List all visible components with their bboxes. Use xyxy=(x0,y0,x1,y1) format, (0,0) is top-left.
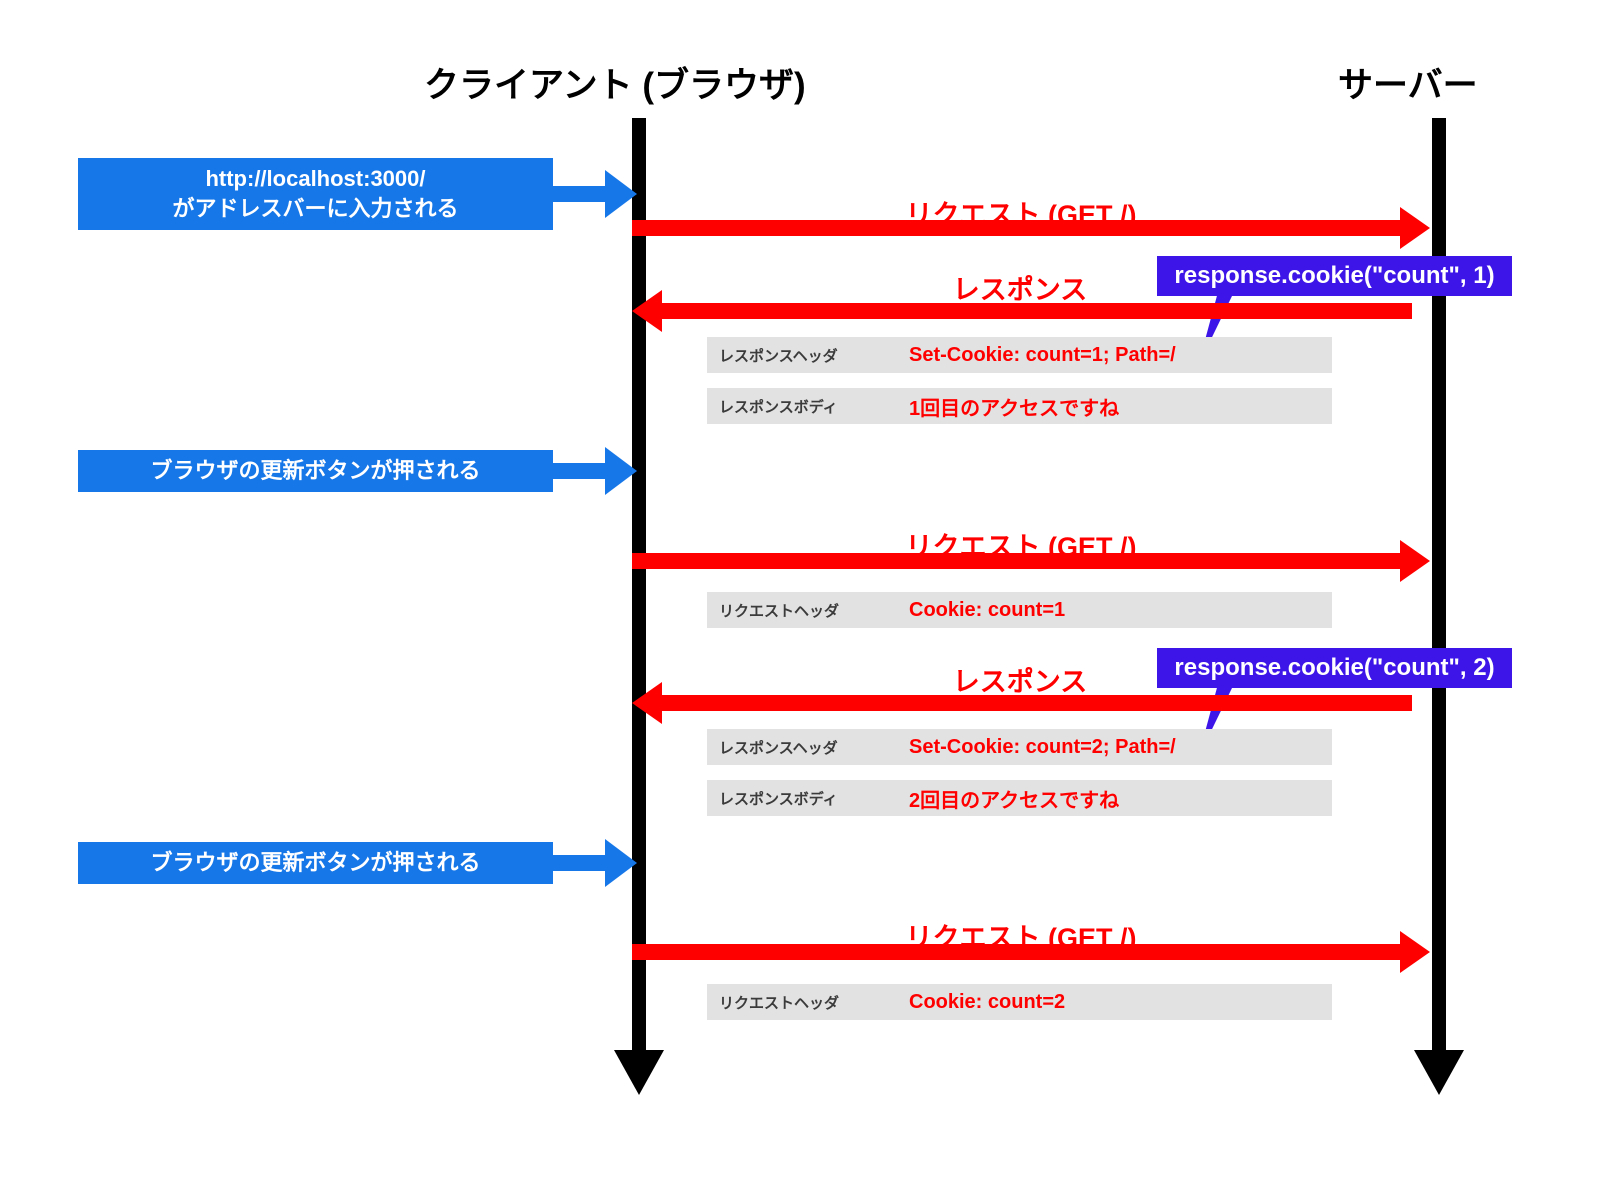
message-head-4 xyxy=(632,682,662,724)
message-shaft-5 xyxy=(632,944,1404,960)
detail-row: レスポンスヘッダ Set-Cookie: count=2; Path=/ xyxy=(707,729,1332,765)
lifeline-server-arrowhead xyxy=(1414,1050,1464,1095)
message-head-5 xyxy=(1400,931,1430,973)
detail-row: リクエストヘッダ Cookie: count=2 xyxy=(707,984,1332,1020)
detail-row-value: Cookie: count=1 xyxy=(909,598,1066,621)
message-head-1 xyxy=(1400,207,1430,249)
message-shaft-4 xyxy=(660,695,1412,711)
detail-row-value: Set-Cookie: count=2; Path=/ xyxy=(909,735,1176,758)
event-box-line1: ブラウザの更新ボタンが押される xyxy=(150,850,481,875)
event-arrow-head-3 xyxy=(605,839,637,887)
event-arrow-head-2 xyxy=(605,447,637,495)
detail-row: レスポンスヘッダ Set-Cookie: count=1; Path=/ xyxy=(707,337,1332,373)
detail-row-value: Set-Cookie: count=1; Path=/ xyxy=(909,343,1176,366)
message-shaft-3 xyxy=(632,553,1404,569)
detail-row-key: レスポンスボディ xyxy=(719,398,838,416)
message-head-2 xyxy=(632,290,662,332)
event-box-reload-2[interactable]: ブラウザの更新ボタンが押される xyxy=(78,842,553,884)
event-arrow-shaft-3 xyxy=(553,855,611,871)
lifeline-client-arrowhead xyxy=(614,1050,664,1095)
detail-row-key: リクエストヘッダ xyxy=(719,994,840,1012)
message-label-2: レスポンス xyxy=(952,275,1088,305)
event-box-line1: ブラウザの更新ボタンが押される xyxy=(150,458,481,483)
event-box-url-entered[interactable]: http://localhost:3000/ がアドレスバーに入力される xyxy=(78,158,553,230)
message-shaft-1 xyxy=(632,220,1404,236)
actor-label-server: サーバー xyxy=(1338,66,1478,105)
callout-response-cookie-2: response.cookie("count", 2) xyxy=(1157,648,1512,688)
event-arrow-head-1 xyxy=(605,170,637,218)
callout-response-cookie-1: response.cookie("count", 1) xyxy=(1157,256,1512,296)
detail-row-value: Cookie: count=2 xyxy=(909,990,1066,1013)
message-head-3 xyxy=(1400,540,1430,582)
detail-row-value: 1回目のアクセスですね xyxy=(909,397,1120,420)
detail-row-key: レスポンスヘッダ xyxy=(719,739,838,757)
event-box-reload-1[interactable]: ブラウザの更新ボタンが押される xyxy=(78,450,553,492)
event-box-line2: がアドレスバーに入力される xyxy=(172,196,459,221)
detail-row: レスポンスボディ 2回目のアクセスですね xyxy=(707,780,1332,816)
detail-row-key: レスポンスボディ xyxy=(719,790,838,808)
lifeline-client xyxy=(632,118,646,1058)
detail-row-key: レスポンスヘッダ xyxy=(719,347,838,365)
detail-row: レスポンスボディ 1回目のアクセスですね xyxy=(707,388,1332,424)
detail-row-value: 2回目のアクセスですね xyxy=(909,789,1120,812)
actor-label-client: クライアント (ブラウザ) xyxy=(424,66,806,105)
detail-row-key: リクエストヘッダ xyxy=(719,602,840,620)
event-box-line1: http://localhost:3000/ xyxy=(205,166,426,191)
message-label-4: レスポンス xyxy=(952,667,1088,697)
message-shaft-2 xyxy=(660,303,1412,319)
detail-row: リクエストヘッダ Cookie: count=1 xyxy=(707,592,1332,628)
event-arrow-shaft-2 xyxy=(553,463,611,479)
event-arrow-shaft-1 xyxy=(553,186,611,202)
lifeline-server xyxy=(1432,118,1446,1058)
